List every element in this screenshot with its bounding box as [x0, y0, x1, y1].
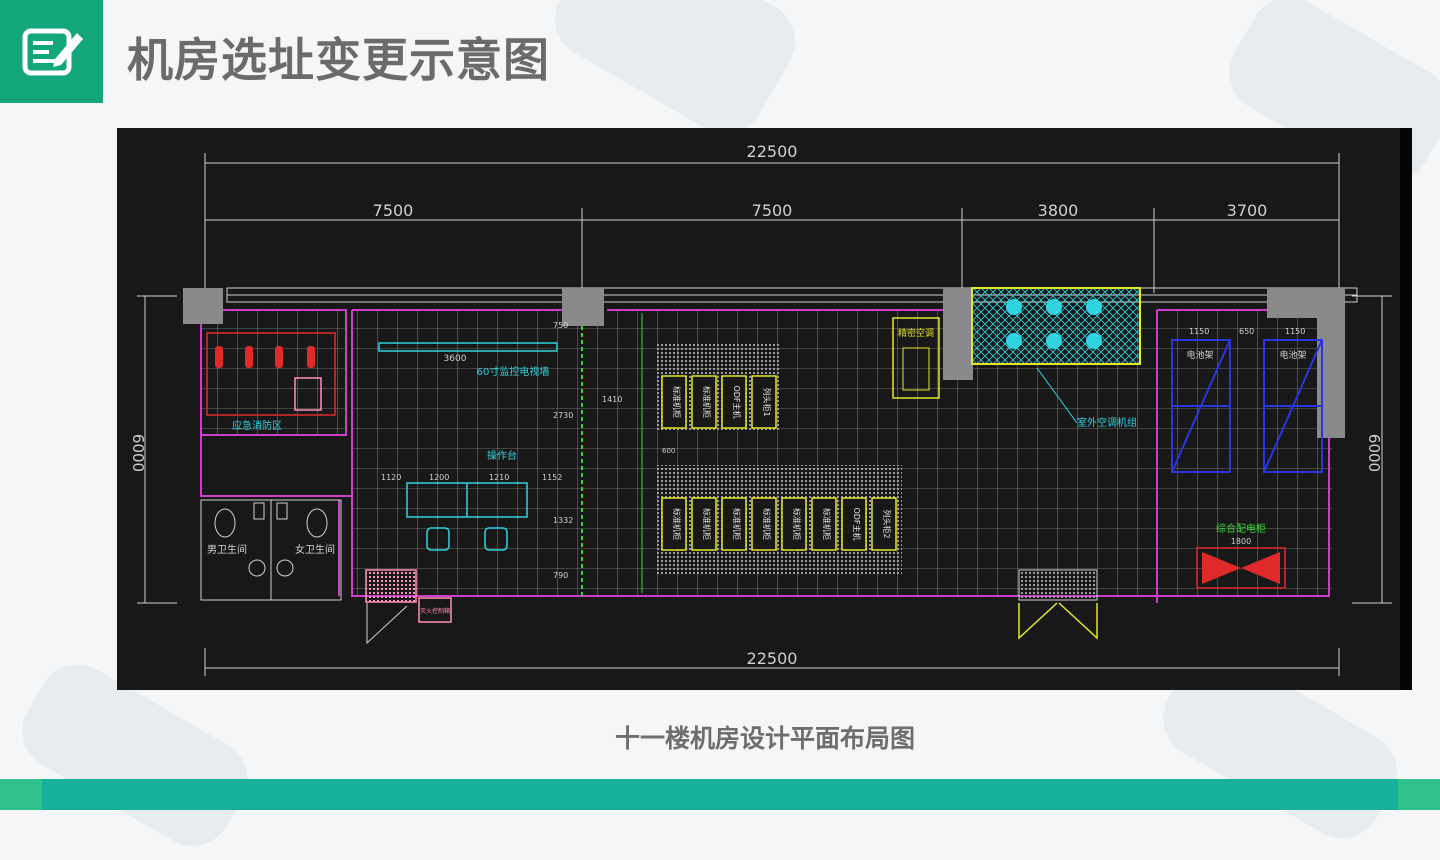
dim-650: 650 — [1239, 327, 1254, 336]
label-battery-1: 电池架 — [1186, 349, 1213, 361]
notepad-pen-icon — [22, 28, 83, 75]
label-console: 操作台 — [487, 449, 517, 462]
dim-1150a: 1150 — [1189, 327, 1209, 336]
rack-cabinet — [751, 375, 777, 429]
footer-cap-right — [1398, 779, 1440, 810]
rack-cabinet — [691, 497, 717, 551]
leader-line — [1036, 367, 1078, 424]
dim-monitor: 3600 — [444, 354, 467, 364]
dim-1410: 1410 — [602, 395, 622, 404]
rack-cabinet — [661, 497, 687, 551]
rack-row-1: 标准机柜 标准机柜 ODF主机 列头柜1 — [661, 375, 777, 429]
dim-1152: 1152 — [542, 473, 562, 482]
rack-label: 标准机柜 — [702, 508, 712, 540]
rack-label: ODF主机 — [852, 507, 862, 540]
dim-top-total: 22500 — [747, 142, 798, 161]
label-monitor: 60寸监控电视墙 — [477, 365, 550, 378]
dim-1150b: 1150 — [1285, 327, 1305, 336]
page-title: 机房选址变更示意图 — [127, 33, 550, 87]
dim-1210: 1210 — [489, 473, 509, 482]
rack-cabinet — [781, 497, 807, 551]
dim-1332: 1332 — [553, 516, 573, 525]
watermark-shape — [540, 0, 810, 149]
footer-cap-left — [0, 779, 42, 810]
rack-label: 标准机柜 — [732, 508, 742, 540]
structural-columns — [183, 288, 1345, 438]
dim-600: 600 — [662, 447, 675, 455]
dim-790: 790 — [553, 571, 568, 580]
rack-row-2: 标准机柜 标准机柜 标准机柜 标准机柜 标准机柜 标准机柜 ODF主机 列头柜2 — [661, 497, 897, 551]
main-door-mat — [1018, 569, 1098, 601]
dim-750: 750 — [553, 321, 568, 330]
label-battery-2: 电池架 — [1279, 349, 1306, 361]
side-door-swing — [366, 603, 408, 645]
dim-bottom-total: 22500 — [747, 649, 798, 668]
cad-floor-plan: 22500 7500 7500 3800 3700 6000 6000 — [129, 128, 1412, 690]
label-fire-zone: 应急消防区 — [232, 419, 282, 432]
window-strip — [226, 287, 1358, 303]
side-dimensions — [137, 295, 1392, 604]
rack-width-dims: 600 — [662, 447, 675, 455]
main-door-swing — [1018, 602, 1098, 640]
fire-equipment-frame — [206, 332, 336, 416]
monitor-wall — [378, 342, 558, 352]
rack-cabinet — [811, 497, 837, 551]
rack-cabinet — [661, 375, 687, 429]
fire-control-panel — [418, 597, 452, 623]
dim-seg1: 7500 — [373, 201, 414, 220]
bottom-dimensions — [204, 648, 1340, 676]
diagram-caption: 十一楼机房设计平面布局图 — [614, 724, 915, 753]
power-cabinet — [1196, 547, 1286, 589]
rack-label: 列头柜1 — [762, 387, 772, 416]
dim-height-left: 6000 — [129, 434, 147, 472]
fire-extinguishers — [215, 346, 315, 368]
battery-dims: 1150 650 1150 — [1189, 327, 1305, 336]
rack-label: 标准机柜 — [672, 386, 682, 418]
label-precision-ac: 精密空调 — [898, 327, 934, 339]
dim-1800: 1800 — [1231, 537, 1251, 546]
footer-bar — [0, 779, 1440, 810]
outdoor-fans — [1006, 299, 1102, 349]
dim-1120: 1120 — [381, 473, 401, 482]
console-dims: 1120 1200 1210 1152 1410 750 2730 1332 7… — [381, 321, 622, 580]
console-desk — [406, 482, 528, 551]
fire-zone-grid — [201, 310, 346, 435]
dim-1200: 1200 — [429, 473, 449, 482]
fire-control-box — [365, 569, 417, 603]
battery-racks — [1171, 339, 1323, 473]
rack-cabinet — [841, 497, 867, 551]
dim-2730: 2730 — [553, 411, 573, 420]
label-toilet-female: 女卫生间 — [295, 543, 335, 556]
rack-label: 标准机柜 — [792, 508, 802, 540]
top-dimensions — [204, 153, 1340, 293]
label-toilet-male: 男卫生间 — [207, 543, 247, 556]
precision-ac-grille — [902, 347, 930, 391]
rack-label: 列头柜2 — [882, 509, 892, 538]
rack-cabinet — [721, 375, 747, 429]
wall-outline — [200, 309, 1330, 603]
rack-label: 标准机柜 — [702, 386, 712, 418]
dim-height-right: 6000 — [1365, 434, 1383, 472]
label-fire-control: 灭火控制箱 — [420, 607, 450, 615]
rack-label: 标准机柜 — [762, 508, 772, 540]
label-power-cabinet: 综合配电柜 — [1216, 522, 1266, 535]
floor-plan-drawing: 22500 7500 7500 3800 3700 6000 6000 — [117, 128, 1412, 690]
toilets — [200, 499, 342, 601]
dim-seg3: 3800 — [1038, 201, 1079, 220]
rack-cabinet — [721, 497, 747, 551]
label-outdoor-unit: 室外空调机组 — [1077, 416, 1137, 429]
header-badge — [0, 0, 103, 103]
power-cabinet-mark — [1202, 552, 1280, 584]
rack-cabinet — [691, 375, 717, 429]
rack-label: 标准机柜 — [822, 508, 832, 540]
rack-label: ODF主机 — [732, 385, 742, 418]
fire-cabinet — [294, 377, 322, 411]
drawing-edge — [1400, 128, 1412, 690]
rack-cabinet — [871, 497, 897, 551]
dim-seg4: 3700 — [1227, 201, 1268, 220]
precision-ac-unit — [892, 317, 940, 399]
rack-label: 标准机柜 — [672, 508, 682, 540]
dim-seg2: 7500 — [752, 201, 793, 220]
rack-cabinet — [751, 497, 777, 551]
